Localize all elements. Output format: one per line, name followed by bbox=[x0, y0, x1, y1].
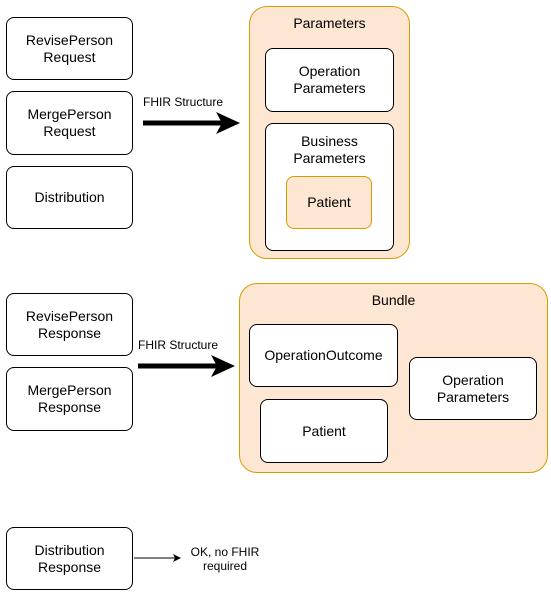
parameters-patient-box: Patient bbox=[286, 176, 372, 229]
distribution-response-box: Distribution Response bbox=[6, 527, 133, 590]
fhir-arrow-top bbox=[143, 112, 240, 134]
business-parameters-label: Business Parameters bbox=[293, 133, 366, 166]
bundle-title: Bundle bbox=[371, 292, 416, 308]
bundle-patient-box: Patient bbox=[260, 399, 388, 463]
parameters-title: Parameters bbox=[293, 15, 366, 31]
fhir-arrow-middle bbox=[138, 355, 235, 377]
merge-person-request-box: MergePerson Request bbox=[6, 91, 133, 155]
revise-person-request-box: RevisePerson Request bbox=[6, 17, 133, 80]
bundle-operation-parameters-box: Operation Parameters bbox=[409, 357, 537, 420]
operation-outcome-box: OperationOutcome bbox=[249, 324, 398, 387]
merge-person-response-box: MergePerson Response bbox=[6, 367, 133, 431]
no-fhir-required-note: OK, no FHIR required bbox=[190, 545, 260, 573]
fhir-structure-label-top: FHIR Structure bbox=[143, 95, 224, 109]
distribution-box: Distribution bbox=[6, 166, 133, 229]
revise-person-response-box: RevisePerson Response bbox=[6, 293, 133, 356]
operation-parameters-box: Operation Parameters bbox=[265, 48, 394, 112]
fhir-structure-label-middle: FHIR Structure bbox=[138, 338, 219, 352]
